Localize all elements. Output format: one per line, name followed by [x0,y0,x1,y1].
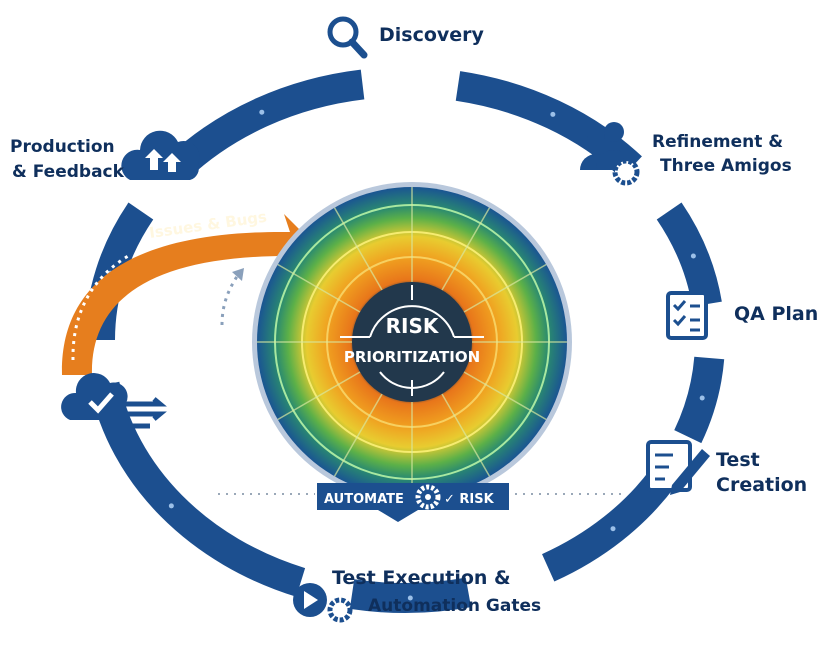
cloud-arrows-icon [121,130,200,180]
badge-risk-label: ✓ RISK [444,492,495,507]
magnifier-icon [327,16,368,59]
target-spoke [277,263,361,313]
flow-direction-marker [610,526,616,532]
prioritization-label: PRIORITIZATION [344,348,480,366]
issues-bugs-arrow [61,214,316,375]
dotted-return-arrow [220,274,240,326]
stage-test-creation-line2: Creation [716,474,808,496]
play-gear-icon [293,583,353,623]
flow-direction-marker [690,253,696,259]
target-spoke [277,371,361,421]
gear-icon [415,484,441,510]
crosshair-icon [340,285,484,396]
pencil-document-icon [646,440,710,495]
ring-segment [674,356,725,444]
target-spoke [441,207,491,291]
dotted-return-arrowhead [232,268,244,281]
badge-automate-label: AUTOMATE [324,492,404,507]
team-gear-icon [580,122,640,186]
target-spoke [463,263,547,313]
automate-risk-badge: AUTOMATE ✓ RISK [317,483,509,522]
stage-test-execution-line1: Test Execution & [332,567,511,589]
stage-refinement-line2: Three Amigos [660,156,792,176]
flow-direction-marker [407,595,413,601]
risk-label: RISK [386,314,440,338]
ring-segment [541,467,676,582]
checklist-icon [666,291,708,340]
stage-discovery: Discovery [379,24,484,46]
stage-test-creation-line1: Test [716,449,760,471]
ring-segment [168,69,365,179]
stage-production-line1: Production [10,137,115,157]
arrow-dotted-trail [71,253,131,361]
flow-direction-marker [699,395,705,401]
stage-test-execution-line2: Automation Gates [368,596,542,616]
flow-direction-marker [259,109,265,115]
ring-segment [656,202,722,307]
stage-production-line2: & Feedback [12,162,124,182]
flow-direction-marker [168,503,174,509]
target-spoke [333,207,383,291]
stage-qa-plan: QA Plan [734,303,819,325]
target-spoke [441,393,491,477]
target-spoke [333,393,383,477]
target-spoke [463,371,547,421]
cloud-check-sync-icon [61,373,167,429]
stage-refinement-line1: Refinement & [652,132,784,152]
flow-direction-marker [550,111,556,117]
risk-target: RISK PRIORITIZATION [252,182,572,502]
